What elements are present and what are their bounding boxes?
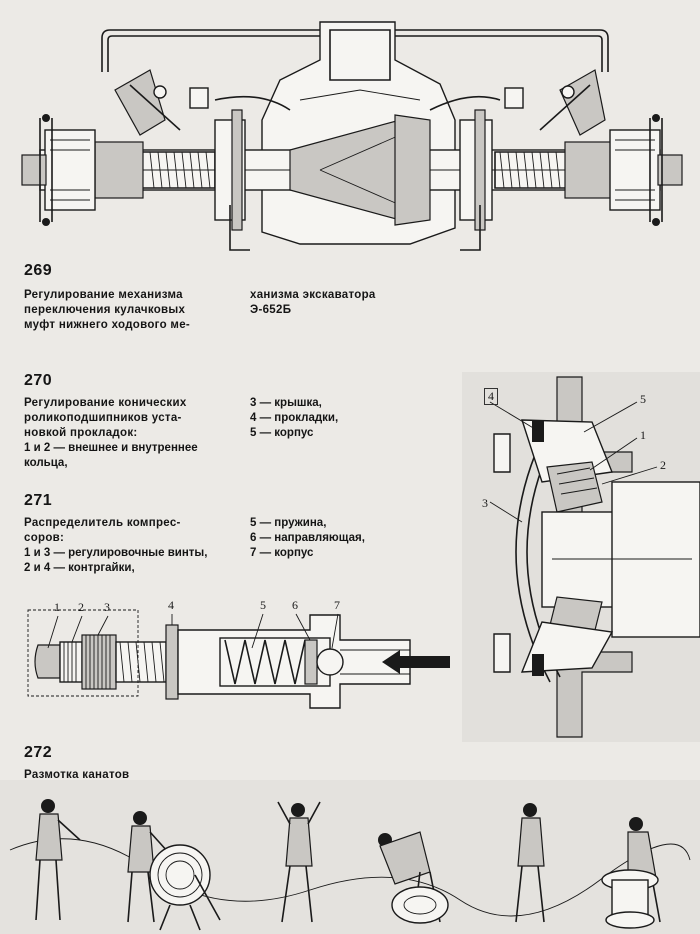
figure-270-drawing xyxy=(462,372,700,742)
figure-270-callout-4: 4 xyxy=(484,388,498,405)
legend-item: 7 — корпус xyxy=(250,547,314,559)
figure-270-caption: Регулирование конических роликоподшипник… xyxy=(24,396,239,471)
worker-figure xyxy=(35,799,81,921)
legend-item: 4 — прокладки, xyxy=(250,412,339,424)
figure-271-number: 271 xyxy=(24,492,53,509)
figure-271-callout-4: 4 xyxy=(168,598,174,612)
figure-269-caption: Регулирование механизма переключения кул… xyxy=(24,288,229,333)
caption-line: Регулирование механизма xyxy=(24,289,183,301)
figure-269-caption-continued: ханизма экскаватора Э-652Б xyxy=(250,288,376,318)
figure-272-caption: Размотка канатов xyxy=(24,768,129,783)
figure-271-callout-5: 5 xyxy=(260,598,266,612)
caption-line: Распределитель компрес- xyxy=(24,517,181,529)
figure-271-legend: 5 — пружина, 6 — направляющая, 7 — корпу… xyxy=(250,516,365,561)
figure-270-callout-5: 5 xyxy=(640,392,646,406)
figure-271-callout-1: 1 xyxy=(54,600,60,614)
caption-line: 1 и 2 — внешнее и внутреннее xyxy=(24,442,198,454)
figure-270-legend: 3 — крышка, 4 — прокладки, 5 — корпус xyxy=(250,396,338,441)
worker-figure xyxy=(515,803,545,923)
caption-line: муфт нижнего ходового ме- xyxy=(24,319,191,331)
caption-line: переключения кулачковых xyxy=(24,304,186,316)
figure-271-callout-7: 7 xyxy=(334,598,340,612)
caption-line: 2 и 4 — контргайки, xyxy=(24,562,135,574)
caption-line: 1 и 3 — регулировочные винты, xyxy=(24,547,208,559)
caption-line: новкой прокладок: xyxy=(24,427,138,439)
figure-271-callout-2: 2 xyxy=(78,600,84,614)
figure-270-callout-2: 2 xyxy=(660,458,666,472)
legend-item: 5 — корпус xyxy=(250,427,314,439)
figure-271-drawing xyxy=(27,609,450,709)
legend-item: 6 — направляющая, xyxy=(250,532,365,544)
caption-line: роликоподшипников уста- xyxy=(24,412,182,424)
figure-270-callout-1: 1 xyxy=(640,428,646,442)
worker-figure xyxy=(277,801,321,923)
caption-line: кольца, xyxy=(24,457,68,469)
caption-line: Э-652Б xyxy=(250,304,292,316)
figure-271-callout-6: 6 xyxy=(292,598,298,612)
caption-line: Регулирование конических xyxy=(24,397,187,409)
figure-270-callout-3: 3 xyxy=(482,496,488,510)
figure-271-callout-3: 3 xyxy=(104,600,110,614)
figure-271-caption: Распределитель компрес- соров: 1 и 3 — р… xyxy=(24,516,239,576)
figure-272-number: 272 xyxy=(24,744,53,761)
caption-line: Размотка канатов xyxy=(24,769,130,781)
figure-270-number: 270 xyxy=(24,372,53,389)
legend-item: 5 — пружина, xyxy=(250,517,327,529)
caption-line: ханизма экскаватора xyxy=(250,289,376,301)
legend-item: 3 — крышка, xyxy=(250,397,322,409)
figure-269-number: 269 xyxy=(24,262,53,279)
figure-272-drawing xyxy=(0,780,700,934)
caption-line: соров: xyxy=(24,532,65,544)
figure-269-drawing xyxy=(21,21,683,251)
